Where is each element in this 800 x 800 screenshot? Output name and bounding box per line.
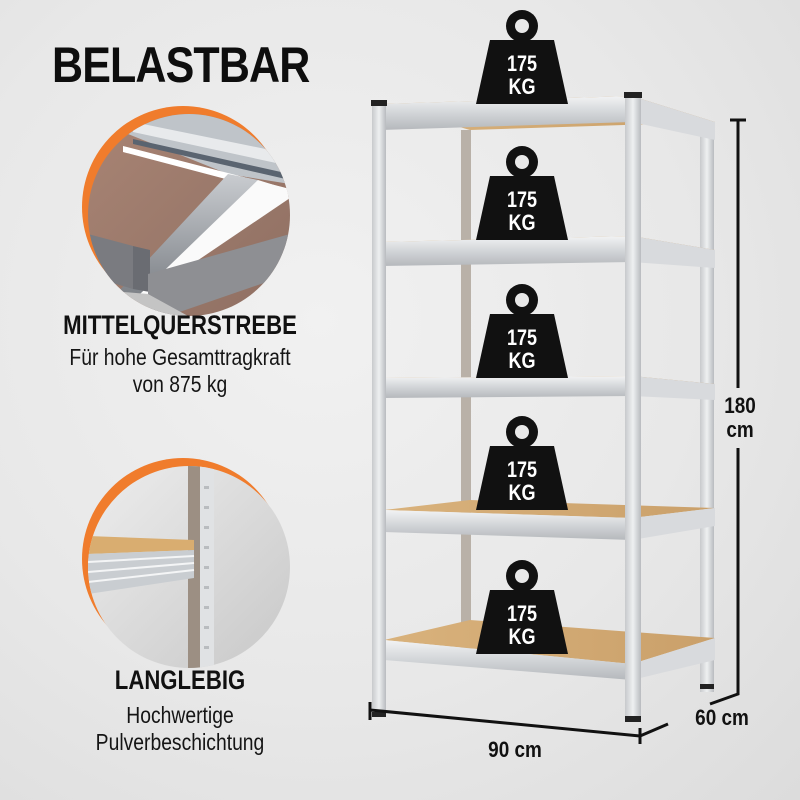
feature-title-durable: LANGLEBIG	[114, 665, 246, 695]
cross-brace-illustration	[88, 114, 290, 316]
feature-subtitle-cross-brace-line2: von 875 kg	[132, 371, 228, 397]
weight-number: 175	[506, 325, 538, 350]
feature-title-cross-brace: MITTELQUERSTREBE	[63, 310, 297, 340]
weight-unit: KG	[508, 348, 536, 373]
feature-subtitle-cross-brace-line1: Für hohe Gesamttragkraft	[69, 344, 291, 370]
weight-number: 175	[506, 51, 538, 76]
height-unit: cm	[726, 417, 754, 442]
depth-dimension-label: 60 cm	[695, 705, 749, 730]
feature-subtitle-durable-line2: Pulverbeschichtung	[95, 729, 265, 755]
weight-unit: KG	[508, 210, 536, 235]
dimension-lines	[368, 118, 746, 744]
weight-number: 175	[506, 601, 538, 626]
height-dimension-label: 180 cm	[716, 394, 764, 442]
weight-number: 175	[506, 457, 538, 482]
weight-number: 175	[506, 187, 538, 212]
width-dimension-label: 90 cm	[488, 737, 542, 762]
feature-subtitle-durable-line1: Hochwertige	[126, 702, 234, 728]
page-title: BELASTBAR	[52, 37, 310, 93]
height-value: 180	[724, 393, 756, 418]
upright-post-illustration	[88, 466, 290, 668]
shelf-level-3	[380, 376, 715, 400]
weight-unit: KG	[508, 480, 536, 505]
weight-unit: KG	[508, 74, 536, 99]
weight-unit: KG	[508, 624, 536, 649]
